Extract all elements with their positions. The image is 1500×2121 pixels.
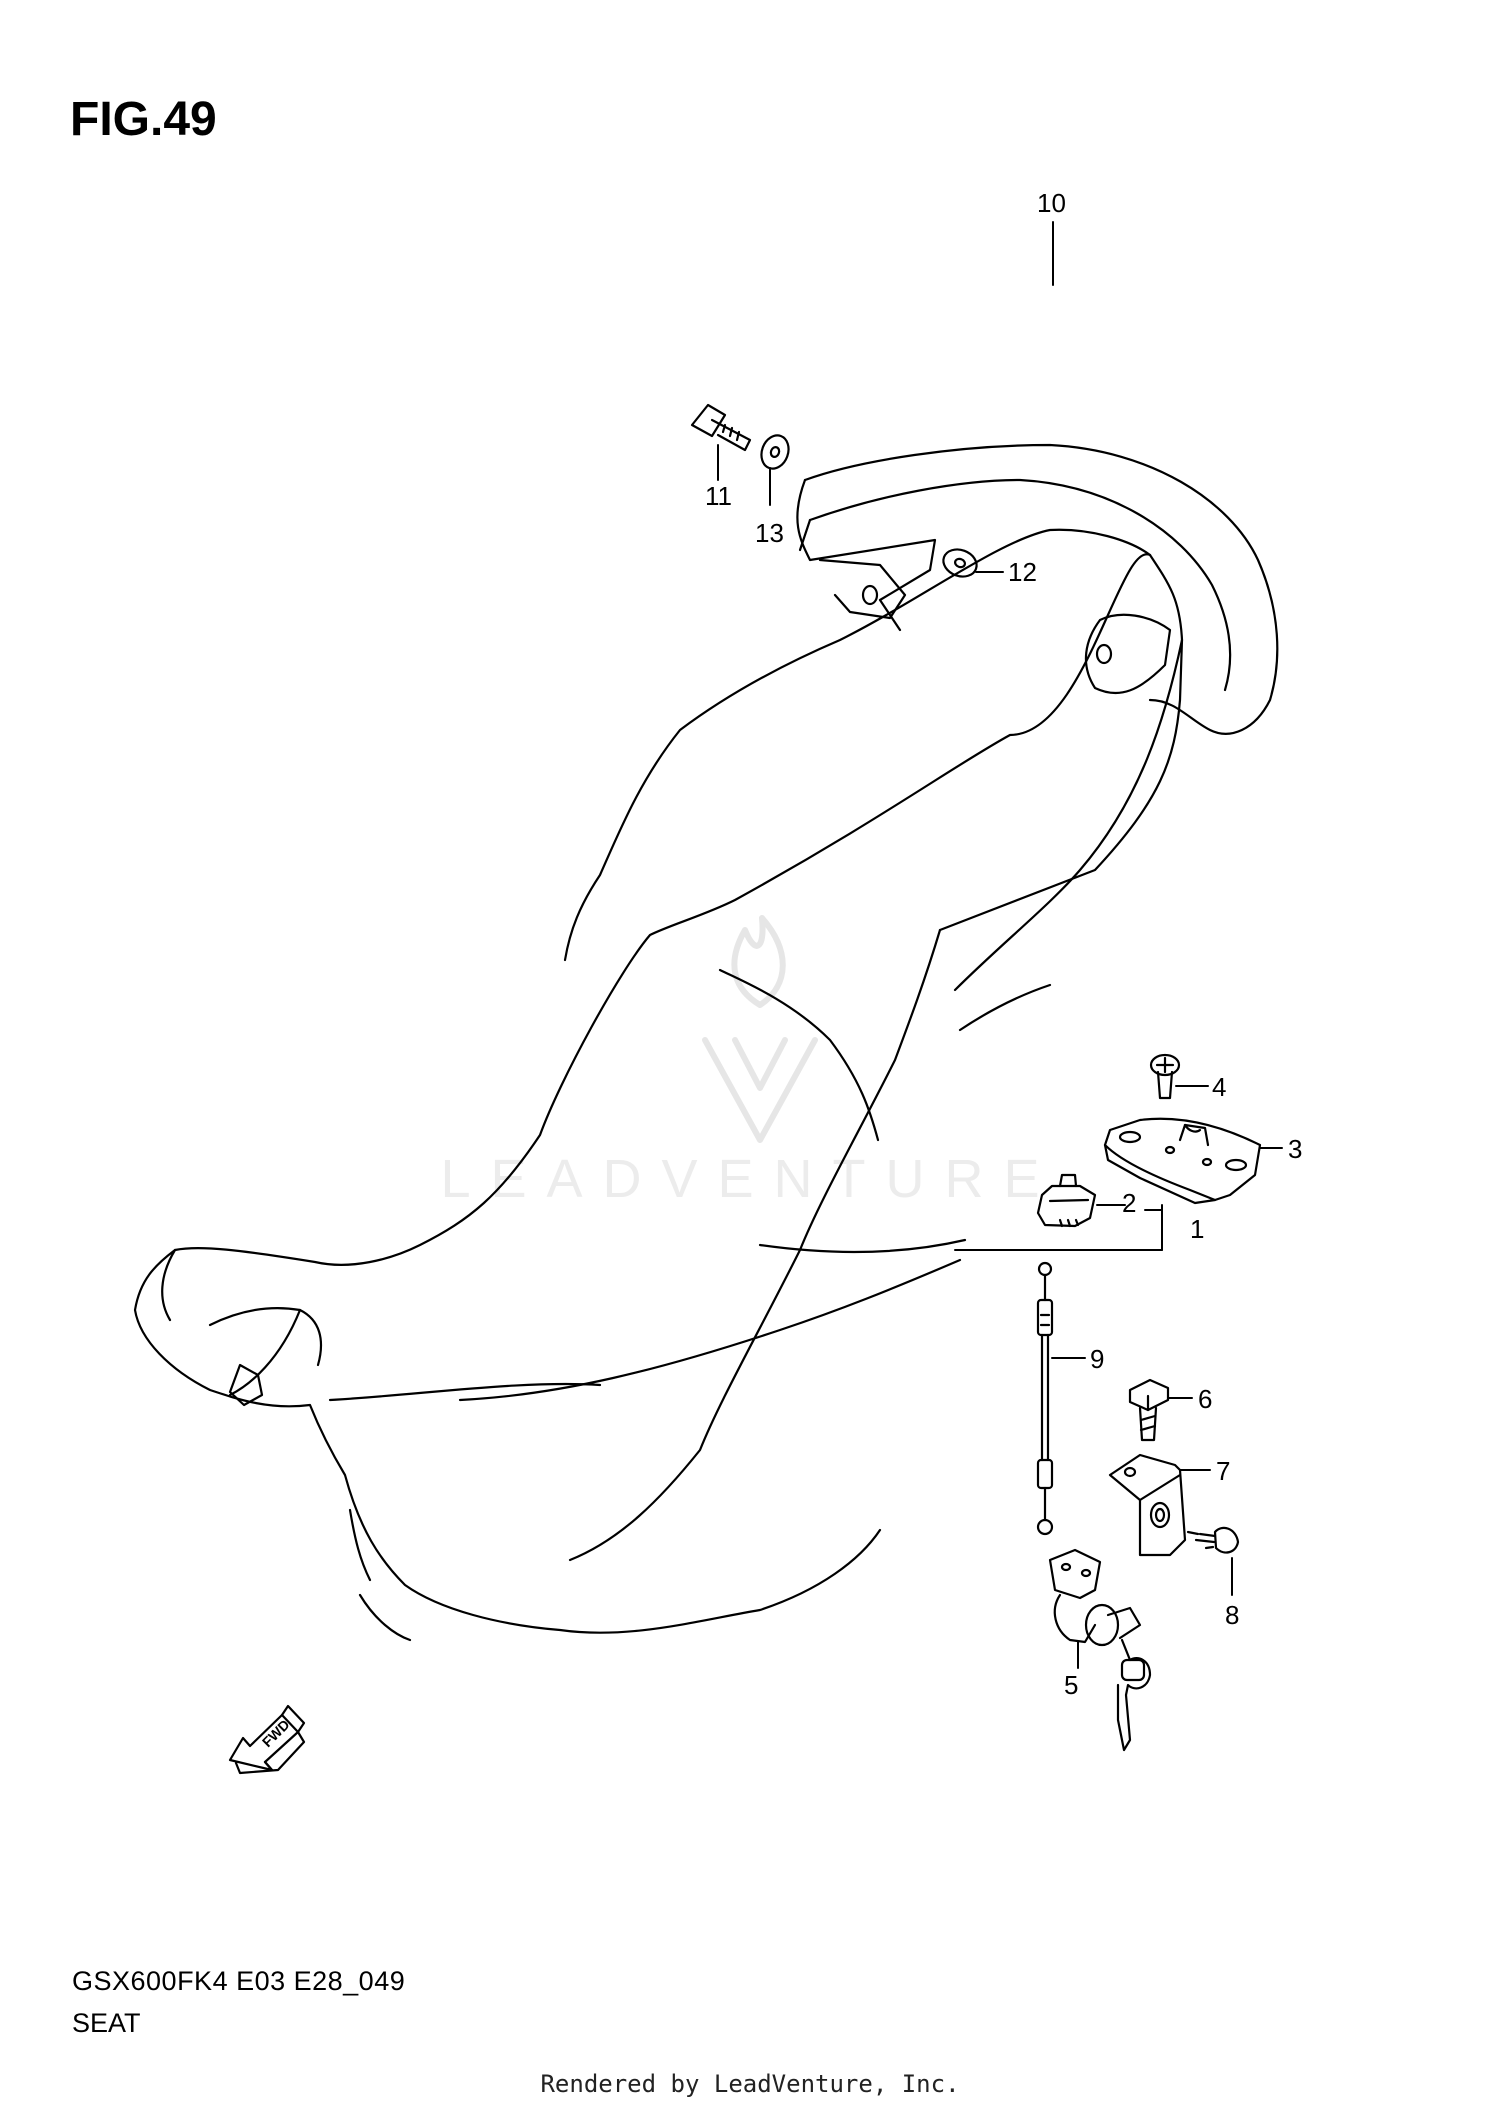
bolt-11-icon — [690, 403, 752, 452]
callout-7: 7 — [1216, 1456, 1230, 1486]
cushion-2-icon — [1036, 1173, 1097, 1228]
callout-8: 8 — [1225, 1600, 1239, 1630]
callout-numbers: 1 2 3 4 5 6 7 8 9 10 11 12 13 — [705, 188, 1302, 1700]
callout-1: 1 — [1190, 1214, 1204, 1244]
callout-6: 6 — [1198, 1384, 1212, 1414]
callout-13: 13 — [755, 518, 784, 548]
callout-5: 5 — [1064, 1670, 1078, 1700]
callout-3: 3 — [1288, 1134, 1302, 1164]
washer-13-icon — [760, 434, 790, 470]
bracket-plate-7-part — [1108, 1453, 1187, 1557]
leader-lines — [717, 221, 1283, 1669]
seat-lock-5-part — [1048, 1548, 1152, 1752]
screw-8-icon — [1186, 1526, 1240, 1554]
callout-2: 2 — [1122, 1188, 1136, 1218]
callout-11: 11 — [705, 481, 732, 511]
callout-bracket-1 — [954, 1204, 1163, 1251]
figure-name: SEAT — [72, 2008, 141, 2038]
figure-title: FIG.49 — [70, 93, 217, 146]
screw-4-icon — [1149, 1053, 1181, 1100]
callout-4: 4 — [1212, 1072, 1226, 1102]
seat-part — [133, 528, 1184, 1642]
render-credit: Rendered by LeadVenture, Inc. — [540, 2070, 960, 2098]
callout-10: 10 — [1037, 188, 1066, 218]
latch-bracket-3-part — [1103, 1117, 1262, 1205]
callout-12: 12 — [1008, 557, 1037, 587]
watermark-brand: LEADVENTURE — [440, 1149, 1060, 1209]
figure-code: GSX600FK4 E03 E28_049 — [72, 1966, 406, 1996]
bolt-6-icon — [1128, 1378, 1170, 1442]
watermark-logo-icon — [702, 915, 818, 1143]
fwd-arrow-icon — [228, 1704, 306, 1775]
cable-9-part — [1036, 1261, 1054, 1536]
callout-9: 9 — [1090, 1344, 1104, 1374]
washer-12-icon — [942, 548, 978, 578]
grab-rail-part — [796, 443, 1279, 735]
